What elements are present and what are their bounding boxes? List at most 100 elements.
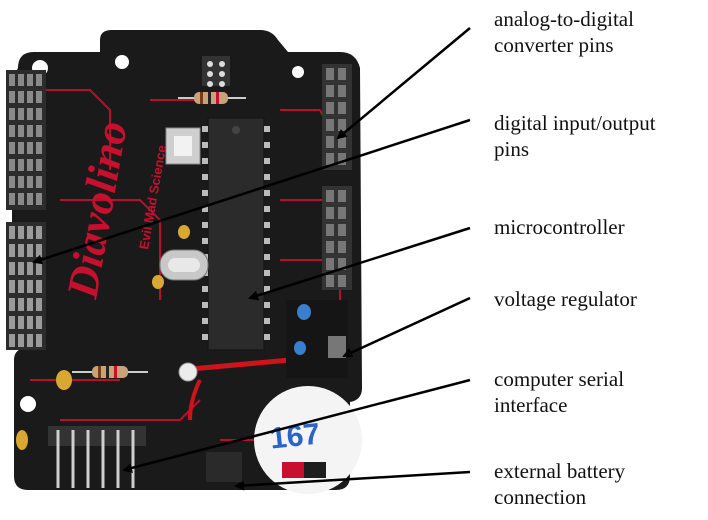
- resistor-top: [178, 92, 246, 104]
- label-line: microcontroller: [494, 215, 625, 239]
- arrow-adc-pins: [336, 27, 471, 140]
- header-pin: [36, 244, 42, 257]
- header-pin: [18, 226, 24, 239]
- capacitors: [16, 225, 190, 450]
- header-pin: [326, 275, 334, 287]
- right-header-top: [322, 64, 352, 170]
- header-pin: [36, 193, 42, 205]
- arrow-microcontroller: [248, 226, 471, 301]
- chip-pin: [202, 142, 208, 148]
- header-pin: [18, 244, 24, 257]
- callout-arrows: [32, 27, 471, 491]
- mounting-hole-right: [292, 66, 304, 78]
- icsp-pins: [202, 56, 230, 87]
- header-pin: [338, 136, 346, 148]
- label-line: pins: [494, 137, 530, 161]
- chip-pin: [264, 158, 270, 164]
- chip-pin: [264, 222, 270, 228]
- header-pin: [326, 207, 334, 219]
- header-pin: [9, 125, 15, 137]
- header-pin: [9, 298, 15, 311]
- crystal: [159, 249, 209, 281]
- mounting-hole-bottom-left: [20, 396, 36, 412]
- header-pin: [27, 262, 33, 275]
- header-pin: [27, 91, 33, 103]
- header-pin: [18, 74, 24, 86]
- chip-pin: [264, 334, 270, 340]
- header-pin: [326, 258, 334, 270]
- chip-pin: [202, 158, 208, 164]
- chip-pin: [202, 222, 208, 228]
- header-pin: [338, 153, 346, 165]
- label-serial-interface: computer serial interface: [494, 366, 624, 418]
- header-pin: [326, 190, 334, 202]
- resistor-bottom: [72, 366, 148, 378]
- header-pin: [18, 298, 24, 311]
- chip-pin: [202, 174, 208, 180]
- header-pin: [326, 68, 334, 80]
- header-pin: [18, 108, 24, 120]
- header-pin: [27, 316, 33, 329]
- header-pin: [27, 244, 33, 257]
- header-pin: [338, 102, 346, 114]
- chip-pin: [264, 254, 270, 260]
- label-line: voltage regulator: [494, 287, 637, 311]
- header-pin: [36, 334, 42, 347]
- chip-pin: [264, 190, 270, 196]
- header-pin: [9, 159, 15, 171]
- header-pin: [36, 226, 42, 239]
- sticker: [254, 386, 362, 494]
- header-pin: [18, 176, 24, 188]
- header-pin: [36, 298, 42, 311]
- header-pin: [18, 125, 24, 137]
- header-pin: [36, 108, 42, 120]
- header-pin: [18, 316, 24, 329]
- chip-pin: [264, 206, 270, 212]
- microcontroller-chip: [202, 117, 270, 351]
- label-voltage-regulator: voltage regulator: [494, 286, 637, 312]
- header-pin: [18, 91, 24, 103]
- header-pin: [27, 159, 33, 171]
- header-pin: [9, 316, 15, 329]
- chip-pin: [264, 142, 270, 148]
- header-pin: [27, 176, 33, 188]
- sticker-number: 167: [268, 418, 321, 456]
- header-pin: [338, 190, 346, 202]
- chip-pin: [202, 126, 208, 132]
- header-pin: [9, 142, 15, 154]
- header-pin: [36, 262, 42, 275]
- label-line: analog-to-digital: [494, 7, 634, 31]
- label-digital-io-pins: digital input/output pins: [494, 110, 656, 162]
- header-pin: [326, 241, 334, 253]
- arrow-digital-io-pins: [32, 118, 471, 265]
- header-pin: [338, 241, 346, 253]
- label-battery-connection: external battery connection: [494, 458, 625, 510]
- header-pin: [27, 334, 33, 347]
- header-pin: [338, 275, 346, 287]
- header-pin: [338, 68, 346, 80]
- reset-button: [165, 127, 201, 165]
- header-pin: [326, 102, 334, 114]
- header-pin: [36, 142, 42, 154]
- label-line: computer serial: [494, 367, 625, 391]
- label-adc-pins: analog-to-digital converter pins: [494, 6, 634, 58]
- regulator-area: [286, 300, 348, 378]
- chip-pin: [202, 318, 208, 324]
- header-pin: [27, 74, 33, 86]
- label-line: converter pins: [494, 33, 614, 57]
- label-line: connection: [494, 485, 587, 509]
- header-pin: [36, 280, 42, 293]
- header-pin: [36, 125, 42, 137]
- header-pin: [36, 91, 42, 103]
- header-pin: [36, 74, 42, 86]
- header-pin: [338, 119, 346, 131]
- header-pin: [18, 159, 24, 171]
- chip-pin: [202, 190, 208, 196]
- label-line: digital input/output: [494, 111, 656, 135]
- header-pin: [18, 262, 24, 275]
- header-pin: [326, 119, 334, 131]
- label-line: interface: [494, 393, 568, 417]
- header-pin: [326, 224, 334, 236]
